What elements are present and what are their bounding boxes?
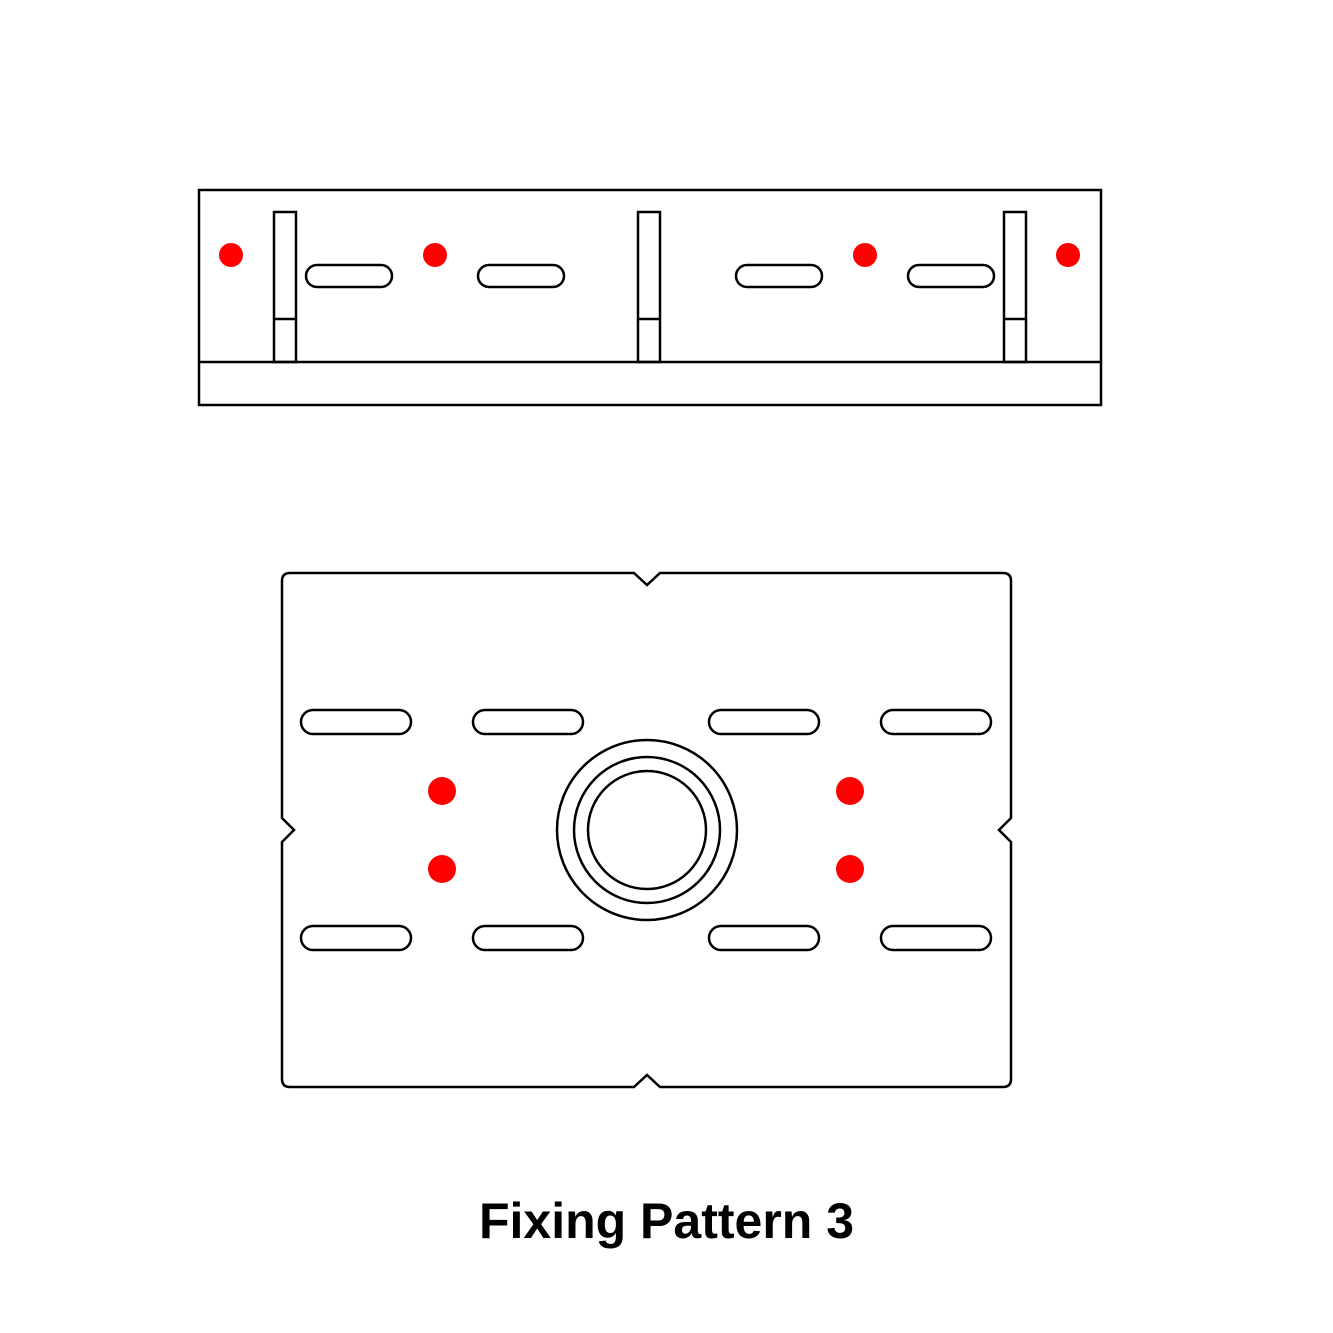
slot <box>476 263 566 289</box>
slot <box>304 263 394 289</box>
slot <box>299 708 413 736</box>
slot <box>471 708 585 736</box>
post <box>1002 210 1028 364</box>
fixing-point <box>423 243 447 267</box>
slot <box>471 924 585 952</box>
plan-view <box>280 571 1013 1089</box>
fixing-point <box>836 777 864 805</box>
fixing-point <box>219 243 243 267</box>
slot <box>879 708 993 736</box>
post <box>272 210 298 364</box>
slot <box>879 924 993 952</box>
fixing-point <box>428 855 456 883</box>
fixing-point <box>1056 243 1080 267</box>
fixing-point <box>836 855 864 883</box>
middle-ring <box>572 755 722 905</box>
slot <box>707 708 821 736</box>
side-outline <box>197 188 1103 407</box>
side-view <box>197 188 1103 407</box>
slot <box>707 924 821 952</box>
inner-ring <box>586 769 708 891</box>
slot <box>906 263 996 289</box>
plate-outline <box>280 571 1013 1089</box>
caption: Fixing Pattern 3 <box>478 1193 855 1249</box>
fixing-point <box>428 777 456 805</box>
slot <box>734 263 824 289</box>
post <box>636 210 662 364</box>
outer-ring <box>555 738 739 922</box>
slot <box>299 924 413 952</box>
fixing-point <box>853 243 877 267</box>
